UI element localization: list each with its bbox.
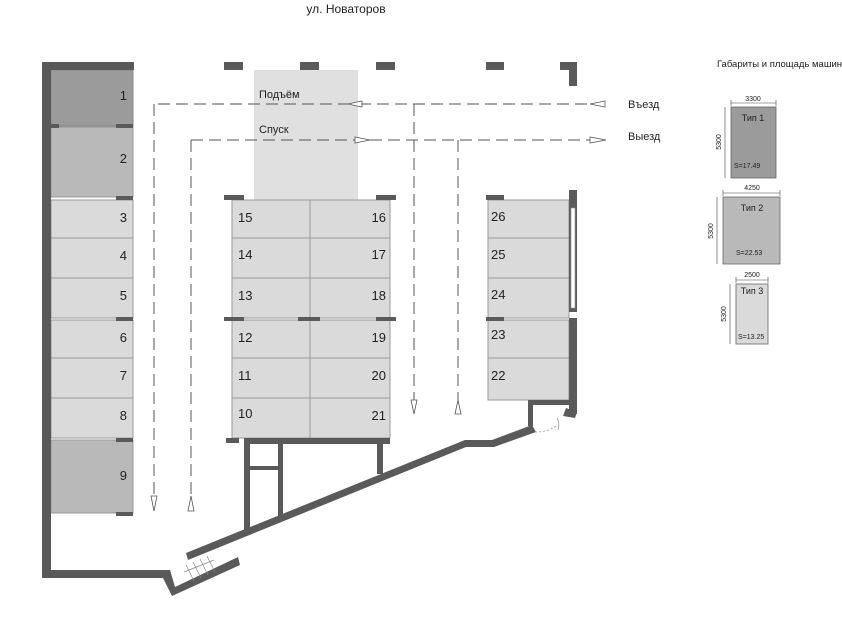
legend-type-2-swatch	[722, 196, 781, 265]
parking-spot-25[interactable]	[487, 237, 570, 279]
spot-number-19: 19	[372, 330, 386, 345]
stair-wall	[152, 557, 240, 596]
legend-title: Габариты и площадь машин	[717, 59, 842, 70]
entry-label: Въезд	[628, 99, 660, 111]
spot-number-11: 11	[238, 368, 252, 383]
diagonal-wall	[186, 425, 536, 560]
exit-label: Выезд	[628, 131, 661, 143]
parking-spot-23[interactable]	[487, 319, 570, 359]
parking-spot-3[interactable]	[50, 199, 134, 239]
spot-number-4: 4	[120, 248, 127, 263]
parking-spot-11[interactable]	[231, 357, 311, 399]
legend-type-3-name: Тип 3	[741, 286, 764, 296]
traffic-arrows	[150, 100, 607, 512]
legend-type-2-area: S=22.53	[736, 250, 762, 257]
parking-spot-12[interactable]	[231, 319, 311, 359]
legend-type-1-name: Тип 1	[742, 113, 765, 123]
parking-spot-24[interactable]	[487, 277, 570, 319]
legend-type-3-length: 5300	[721, 306, 728, 322]
ramp-down-label: Спуск	[259, 124, 289, 136]
parking-spot-18[interactable]	[309, 277, 391, 319]
spot-number-14: 14	[238, 247, 252, 262]
legend-type-3-area: S=13.25	[738, 334, 764, 341]
spot-number-17: 17	[372, 247, 386, 262]
parking-spot-7[interactable]	[50, 357, 134, 399]
exit-arrow	[589, 136, 607, 144]
spot-number-16: 16	[372, 210, 386, 225]
legend-type-2-name: Тип 2	[741, 203, 764, 213]
traffic-lines	[153, 103, 605, 496]
parking-spot-10[interactable]	[231, 397, 311, 439]
stairs	[183, 555, 216, 582]
spot-number-1: 1	[120, 88, 127, 103]
legend-type-1-width: 3300	[745, 96, 761, 103]
entry-arrow	[589, 100, 606, 108]
parking-spot-2[interactable]	[50, 126, 134, 198]
spot-number-25: 25	[491, 247, 505, 262]
parking-spot-17[interactable]	[309, 237, 391, 279]
spot-number-12: 12	[238, 330, 252, 345]
door-swing	[534, 425, 557, 433]
legend-type-1-swatch	[730, 106, 777, 179]
spot-number-8: 8	[120, 408, 127, 423]
spot-number-13: 13	[238, 288, 252, 303]
parking-spot-22[interactable]	[487, 357, 570, 401]
spot-number-3: 3	[120, 210, 127, 225]
spot-number-9: 9	[120, 468, 127, 483]
ramp-down-arrow	[354, 136, 371, 144]
corner-wall	[563, 408, 577, 418]
spot-number-15: 15	[238, 210, 252, 225]
legend-type-3: 2500 5300 Тип 3 S=13.25	[721, 272, 769, 345]
parking-spot-21[interactable]	[309, 397, 391, 439]
spot-number-24: 24	[491, 287, 505, 302]
up-arrow-left	[187, 495, 195, 512]
spot-number-20: 20	[372, 368, 386, 383]
parking-spot-19[interactable]	[309, 319, 391, 359]
spot-number-2: 2	[120, 151, 127, 166]
legend-type-2-width: 4250	[744, 185, 760, 192]
parking-spot-20[interactable]	[309, 357, 391, 399]
spot-number-23: 23	[491, 327, 505, 342]
spot-number-22: 22	[491, 368, 505, 383]
legend-type-2-length: 5300	[708, 223, 715, 239]
window	[570, 207, 576, 309]
down-arrow-right	[410, 399, 418, 415]
spot-number-18: 18	[372, 288, 386, 303]
parking-spot-15[interactable]	[231, 199, 311, 239]
legend-type-1: 3300 5300 Тип 1 S=17.49	[716, 96, 777, 179]
street-name: ул. Новаторов	[306, 2, 385, 16]
up-arrow-right	[454, 399, 462, 415]
down-arrow-left	[150, 495, 158, 512]
parking-spot-26[interactable]	[487, 199, 570, 239]
legend-type-1-length: 5300	[716, 134, 723, 150]
spot-number-10: 10	[238, 406, 252, 421]
spot-number-6: 6	[120, 330, 127, 345]
parking-spot-16[interactable]	[309, 199, 391, 239]
legend-type-2: 4250 5300 Тип 2 S=22.53	[708, 185, 781, 265]
legend-type-3-width: 2500	[744, 272, 760, 279]
spot-number-26: 26	[491, 209, 505, 224]
parking-spot-1[interactable]	[50, 69, 134, 127]
parking-spot-5[interactable]	[50, 277, 134, 319]
spot-number-7: 7	[120, 368, 127, 383]
ramp-up-arrow	[347, 100, 363, 108]
legend-type-3-swatch	[735, 283, 769, 345]
ramp-up-label: Подъём	[259, 89, 300, 101]
spot-number-21: 21	[372, 408, 386, 423]
parking-spot-13[interactable]	[231, 277, 311, 319]
ramp-zone	[254, 70, 358, 200]
legend-type-1-area: S=17.49	[734, 163, 760, 170]
door-swing-2	[556, 417, 560, 431]
spot-number-5: 5	[120, 288, 127, 303]
